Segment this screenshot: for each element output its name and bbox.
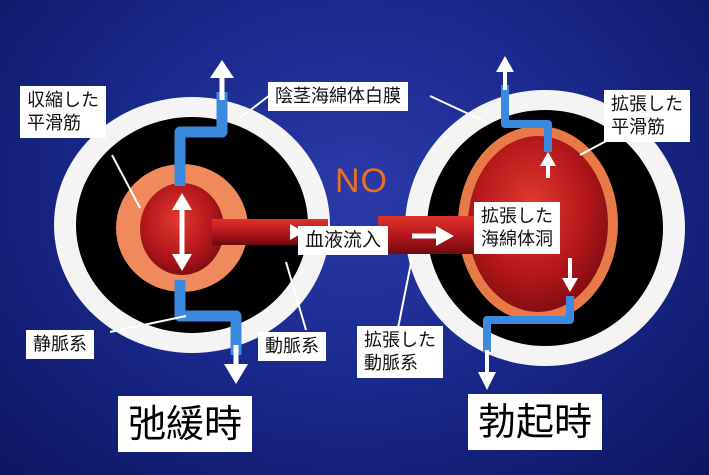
leader-contracted-muscle bbox=[111, 154, 141, 209]
label-blood-flow: 血液流入 bbox=[298, 226, 389, 255]
no-label: NO bbox=[335, 162, 388, 200]
leader-artery bbox=[285, 261, 307, 331]
label-dilated-sinusoid-line2: 海綿体洞 bbox=[481, 229, 553, 250]
label-contracted-muscle-line1: 収縮した bbox=[27, 90, 99, 111]
label-erect-state: 勃起時 bbox=[468, 394, 603, 450]
label-dilated-sinusoid: 拡張した 海綿体洞 bbox=[474, 202, 560, 254]
erect-artery-flow-arrowhead bbox=[436, 226, 454, 246]
flaccid-internal-arrowhead-up bbox=[172, 193, 192, 210]
erect-vein-arrowhead-top bbox=[496, 56, 514, 72]
leader-dilated-artery bbox=[397, 257, 413, 329]
label-artery: 動脈系 bbox=[258, 332, 326, 361]
leader-vein bbox=[109, 315, 187, 333]
flaccid-artery-flow-arrowhead bbox=[290, 224, 304, 240]
leader-tunica-right bbox=[429, 95, 487, 123]
label-dilated-muscle-line2: 平滑筋 bbox=[611, 117, 665, 138]
leader-tunica-left bbox=[239, 94, 271, 119]
flow-arrows bbox=[172, 56, 578, 390]
label-dilated-muscle-line1: 拡張した bbox=[611, 94, 683, 115]
label-contracted-muscle-line2: 平滑筋 bbox=[27, 113, 81, 134]
leader-lines bbox=[109, 94, 609, 333]
label-tunica-albuginea: 陰茎海綿体白膜 bbox=[268, 82, 408, 111]
label-dilated-sinusoid-line1: 拡張した bbox=[481, 206, 553, 227]
label-flaccid-state: 弛緩時 bbox=[118, 396, 253, 452]
label-dilated-artery-line1: 拡張した bbox=[364, 330, 436, 351]
label-dilated-artery: 拡張した 動脈系 bbox=[357, 326, 443, 378]
erect-vein-arrowhead-bottom bbox=[478, 372, 496, 390]
erect-internal-arrowhead-down bbox=[562, 278, 578, 292]
flaccid-vein bbox=[174, 92, 242, 355]
erect-internal-arrowhead-up bbox=[540, 152, 556, 166]
label-dilated-muscle: 拡張した 平滑筋 bbox=[604, 90, 690, 142]
label-vein: 静脈系 bbox=[26, 330, 94, 359]
leader-dilated-muscle bbox=[579, 139, 609, 156]
label-dilated-artery-line2: 動脈系 bbox=[364, 353, 418, 374]
flaccid-vein-arrowhead-top bbox=[210, 60, 234, 78]
flaccid-vein-arrowhead-bottom bbox=[224, 364, 248, 384]
label-contracted-muscle: 収縮した 平滑筋 bbox=[20, 86, 106, 138]
erect-vein bbox=[483, 85, 574, 352]
flaccid-internal-arrowhead-down bbox=[172, 254, 192, 271]
